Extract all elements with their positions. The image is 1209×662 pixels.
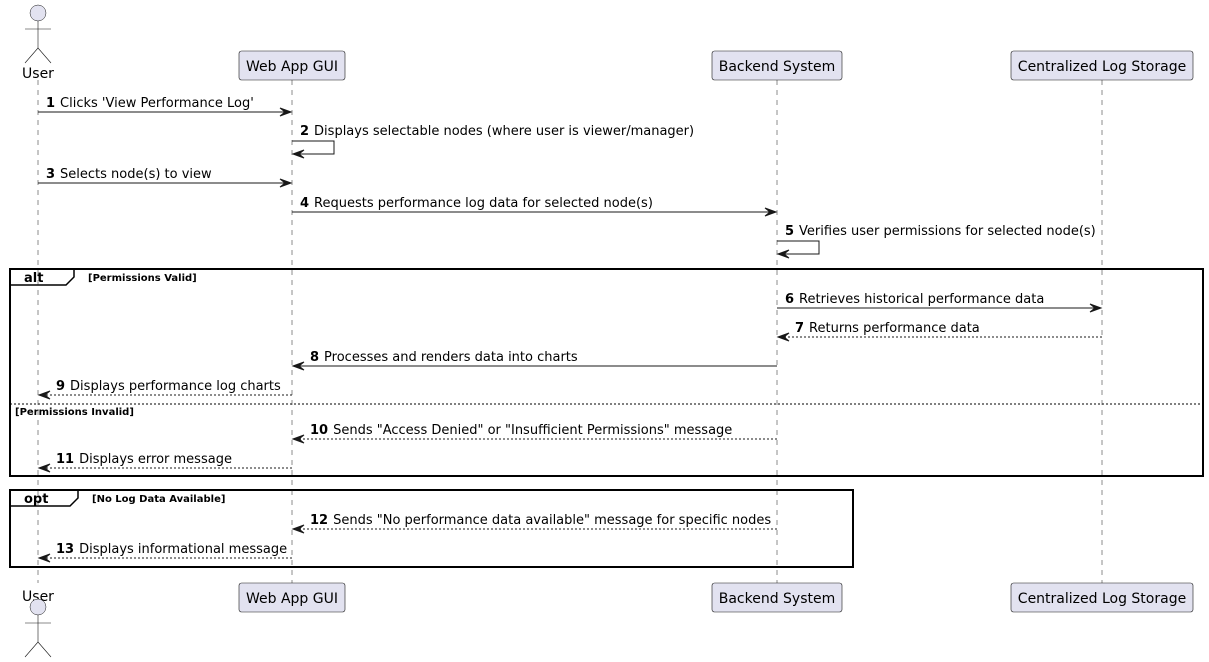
participant-box xyxy=(238,582,346,613)
message-label: Sends "Access Denied" or "Insufficient P… xyxy=(333,423,732,438)
message-number: 7 xyxy=(795,321,804,336)
fragment-keyword: opt xyxy=(24,492,48,507)
message-label: Sends "No performance data available" me… xyxy=(333,513,771,528)
message-8: 8 Processes and renders data into charts xyxy=(291,350,777,371)
actor-leg-right xyxy=(37,47,52,64)
participant-label: Centralized Log Storage xyxy=(1018,591,1186,607)
arrow-head xyxy=(279,178,293,188)
arrow-head xyxy=(291,434,305,444)
message-line xyxy=(777,240,820,255)
actor-leg-left xyxy=(24,641,39,658)
arrow-head xyxy=(1089,303,1103,313)
message-label: Displays error message xyxy=(79,452,232,467)
message-number: 6 xyxy=(785,292,794,307)
message-6: 6 Retrieves historical performance data xyxy=(777,292,1103,313)
message-label: Requests performance log data for select… xyxy=(314,196,653,211)
arrow-head xyxy=(776,332,790,342)
arrow-head xyxy=(37,463,51,473)
arrow-head xyxy=(291,149,305,159)
actor-head xyxy=(29,4,47,22)
participant-gui-bottom: Web App GUI xyxy=(238,582,346,613)
participant-box xyxy=(711,582,843,613)
participant-label: Web App GUI xyxy=(246,59,338,75)
participant-backend-top: Backend System xyxy=(711,50,843,81)
participant-box xyxy=(711,50,843,81)
message-4: 4 Requests performance log data for selec… xyxy=(292,196,778,217)
message-label: Displays informational message xyxy=(79,542,287,557)
message-label: Returns performance data xyxy=(809,321,980,336)
message-13: 13 Displays informational message xyxy=(37,542,292,563)
fragment-keyword: alt xyxy=(24,271,43,286)
message-number: 4 xyxy=(300,196,309,211)
message-number: 5 xyxy=(785,224,794,239)
message-number: 9 xyxy=(56,379,65,394)
participant-backend-bottom: Backend System xyxy=(711,582,843,613)
message-label: Selects node(s) to view xyxy=(60,167,212,182)
message-10: 10 Sends "Access Denied" or "Insufficient… xyxy=(291,423,777,444)
fragment-tab xyxy=(10,268,75,286)
arrow-head xyxy=(279,107,293,117)
message-label: Clicks 'View Performance Log' xyxy=(60,96,254,111)
message-line xyxy=(292,140,335,155)
message-label: Displays selectable nodes (where user is… xyxy=(314,124,694,139)
arrow-head xyxy=(764,207,778,217)
message-11: 11 Displays error message xyxy=(37,452,292,473)
arrow-head xyxy=(37,390,51,400)
message-label: Retrieves historical performance data xyxy=(799,292,1044,307)
fragment-alt: alt [Permissions Valid] [Permissions Inval… xyxy=(9,268,1204,477)
message-number: 12 xyxy=(310,513,328,528)
participant-label: Backend System xyxy=(719,591,836,607)
message-number: 13 xyxy=(56,542,74,557)
message-5: 5 Verifies user permissions for selected … xyxy=(776,224,1096,259)
arrow-head xyxy=(37,553,51,563)
message-number: 11 xyxy=(56,452,74,467)
fragment-frame xyxy=(9,489,854,568)
message-number: 3 xyxy=(46,167,55,182)
participant-gui-top: Web App GUI xyxy=(238,50,346,81)
fragment-tab xyxy=(10,489,79,507)
else-guard: [Permissions Invalid] xyxy=(15,407,134,418)
participant-storage-bottom: Centralized Log Storage xyxy=(1010,582,1194,613)
participant-label: Web App GUI xyxy=(246,591,338,607)
message-label: Processes and renders data into charts xyxy=(324,350,578,365)
fragment-opt: opt [No Log Data Available] xyxy=(9,489,854,568)
message-2: 2 Displays selectable nodes (where user i… xyxy=(291,124,694,159)
arrow-head xyxy=(291,361,305,371)
message-12: 12 Sends "No performance data available" … xyxy=(291,513,777,534)
participant-label: Backend System xyxy=(719,59,836,75)
participant-box xyxy=(1010,50,1194,81)
participant-label: Centralized Log Storage xyxy=(1018,59,1186,75)
fragment-frame xyxy=(9,268,1204,477)
participant-box xyxy=(1010,582,1194,613)
message-number: 1 xyxy=(46,96,55,111)
participant-storage-top: Centralized Log Storage xyxy=(1010,50,1194,81)
actor-leg-left xyxy=(24,47,39,64)
arrow-head xyxy=(776,249,790,259)
message-number: 2 xyxy=(300,124,309,139)
message-label: Verifies user permissions for selected n… xyxy=(799,224,1096,239)
participant-label: User xyxy=(22,66,54,82)
message-7: 7 Returns performance data xyxy=(776,321,1102,342)
actor-user-top xyxy=(24,4,52,64)
actor-leg-right xyxy=(37,641,52,658)
message-3: 3 Selects node(s) to view xyxy=(38,167,293,188)
message-label: Displays performance log charts xyxy=(70,379,281,394)
arrow-head xyxy=(291,524,305,534)
message-number: 10 xyxy=(310,423,328,438)
message-9: 9 Displays performance log charts xyxy=(37,379,292,400)
fragment-guard: [Permissions Valid] xyxy=(88,273,197,284)
message-1: 1 Clicks 'View Performance Log' xyxy=(38,96,293,117)
actor-user-bottom xyxy=(24,598,52,658)
message-number: 8 xyxy=(310,350,319,365)
participant-box xyxy=(238,50,346,81)
participant-label: User xyxy=(22,589,54,605)
actor-head xyxy=(29,598,47,616)
fragment-guard: [No Log Data Available] xyxy=(92,494,225,505)
